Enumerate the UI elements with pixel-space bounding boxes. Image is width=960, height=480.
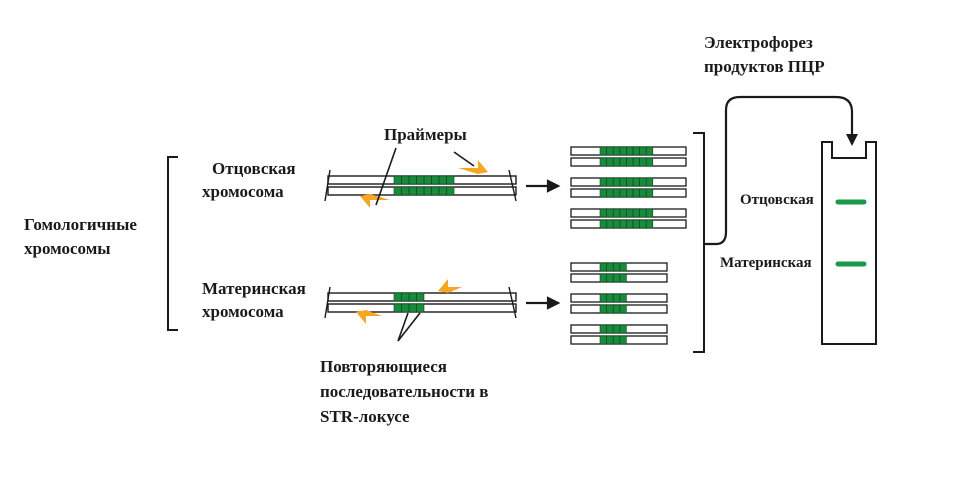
paternal-break-right [508, 169, 517, 202]
gel-label-paternal: Отцовская [740, 192, 814, 208]
electrophoresis-label-line1: Электрофорез [704, 33, 813, 52]
primer-paternal-top [458, 160, 488, 174]
maternal-label-line1: Материнская [202, 279, 306, 298]
primer-paternal-bottom [360, 194, 390, 208]
paternal-label-line1: Отцовская [212, 159, 296, 178]
paternal-label-line2: хромосома [202, 182, 284, 201]
repeats-label-line2: последовательности в [320, 382, 489, 401]
pcr-products [570, 146, 687, 345]
maternal-label-line2: хромосома [202, 302, 284, 321]
maternal-break-right [508, 286, 517, 319]
maternal-break-left [324, 286, 331, 319]
paternal-break-left [324, 169, 331, 202]
path-to-gel-arrowhead [846, 134, 858, 146]
repeats-label-line3: STR-локусе [320, 407, 410, 426]
arrow-maternal-head [546, 296, 561, 310]
paternal-repeat-block [393, 175, 455, 196]
maternal-chromosome-strands [324, 286, 517, 319]
primers-label: Праймеры [384, 125, 467, 144]
primer-maternal-bottom [356, 310, 382, 324]
repeat-pointer-right [397, 312, 421, 342]
gel-label-maternal: Материнская [720, 255, 812, 271]
arrow-paternal-head [546, 179, 561, 193]
repeat-pointers [397, 312, 421, 342]
maternal-repeat-block [393, 292, 425, 313]
electrophoresis-label-line2: продуктов ПЦР [704, 57, 825, 76]
homologous-bracket [167, 156, 178, 331]
path-to-gel [704, 95, 854, 246]
repeats-label-line1: Повторяющиеся [320, 357, 447, 376]
homologous-label-line1: Гомологичные [24, 215, 137, 234]
primer-maternal-top [438, 279, 462, 293]
primer-pointers [375, 147, 475, 206]
gel-outline [821, 141, 877, 345]
homologous-label-line2: хромосомы [24, 239, 111, 258]
repeat-pointer-left [397, 312, 409, 342]
primer-pointer-left [375, 147, 397, 206]
primer-pointer-right [453, 151, 475, 167]
products-bracket [693, 132, 705, 353]
gel [821, 141, 877, 345]
primers [356, 160, 488, 324]
pcr-arrows [526, 179, 561, 310]
paternal-chromosome-strands [324, 169, 517, 202]
